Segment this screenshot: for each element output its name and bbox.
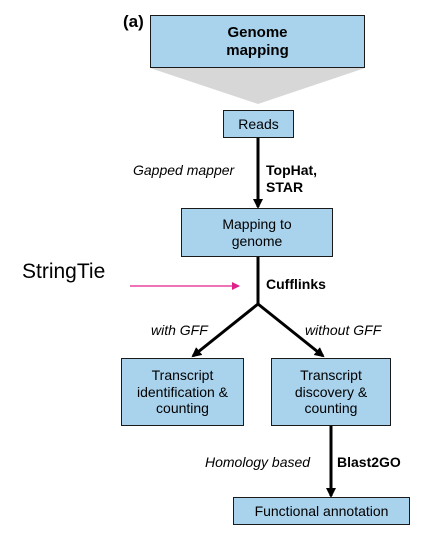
with-gff-label: with GFF (151, 322, 208, 338)
tophat-star-label: TopHat, STAR (266, 162, 318, 195)
reads-box: Reads (223, 110, 294, 138)
arrow-to-transcript-identification (191, 302, 259, 358)
transcript-discovery-box: Transcript discovery & counting (271, 358, 391, 426)
cufflinks-label: Cufflinks (266, 276, 326, 292)
homology-based-label: Homology based (205, 454, 311, 470)
genome-mapping-box: Genome mapping (150, 15, 365, 68)
blast2go-label: Blast2GO (337, 454, 401, 470)
panel-label: (a) (123, 12, 144, 31)
gapped-mapper-label: Gapped mapper (133, 162, 235, 178)
transcript-identification-box: Transcript identification & counting (121, 358, 244, 426)
mapping-to-genome-box: Mapping to genome (181, 208, 333, 257)
arrow-to-transcript-discovery (257, 302, 325, 358)
funnel-shape (150, 68, 365, 104)
stringtie-annotation: StringTie (22, 260, 106, 283)
without-gff-label: without GFF (305, 322, 382, 338)
functional-annotation-box: Functional annotation (233, 497, 410, 525)
